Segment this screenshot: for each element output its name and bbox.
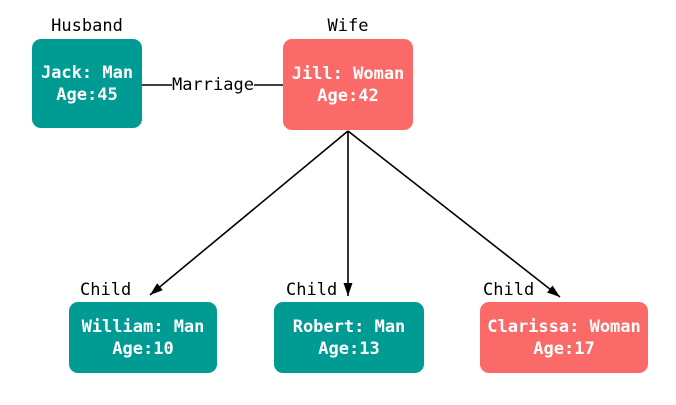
edge-wife-to-william — [149, 130, 349, 296]
node-husband-name: Jack: Man — [40, 62, 134, 83]
node-child-clarissa-age: Age:17 — [533, 338, 595, 359]
role-label-child-clarissa: Child — [483, 280, 535, 300]
role-label-husband: Husband — [51, 16, 123, 36]
node-child-clarissa-name: Clarissa: Woman — [487, 316, 641, 337]
node-child-william-name: William: Man — [81, 316, 205, 337]
node-child-william-age: Age:10 — [112, 338, 174, 359]
node-husband: Jack: Man Age:45 — [32, 39, 142, 128]
node-wife-name: Jill: Woman — [291, 63, 405, 84]
edge-wife-to-clarissa — [347, 130, 561, 298]
role-label-child-robert: Child — [286, 280, 338, 300]
role-label-child-william: Child — [80, 280, 132, 300]
role-label-wife: Wife — [327, 16, 369, 36]
node-child-robert-age: Age:13 — [318, 338, 380, 359]
node-wife: Jill: Woman Age:42 — [283, 39, 413, 130]
node-child-clarissa: Clarissa: Woman Age:17 — [480, 302, 648, 373]
node-husband-age: Age:45 — [56, 84, 118, 105]
marriage-edge-label: Marriage — [172, 75, 254, 95]
node-child-robert-name: Robert: Man — [292, 316, 406, 337]
node-child-robert: Robert: Man Age:13 — [274, 302, 424, 373]
node-child-william: William: Man Age:10 — [69, 302, 217, 373]
node-wife-age: Age:42 — [317, 85, 379, 106]
